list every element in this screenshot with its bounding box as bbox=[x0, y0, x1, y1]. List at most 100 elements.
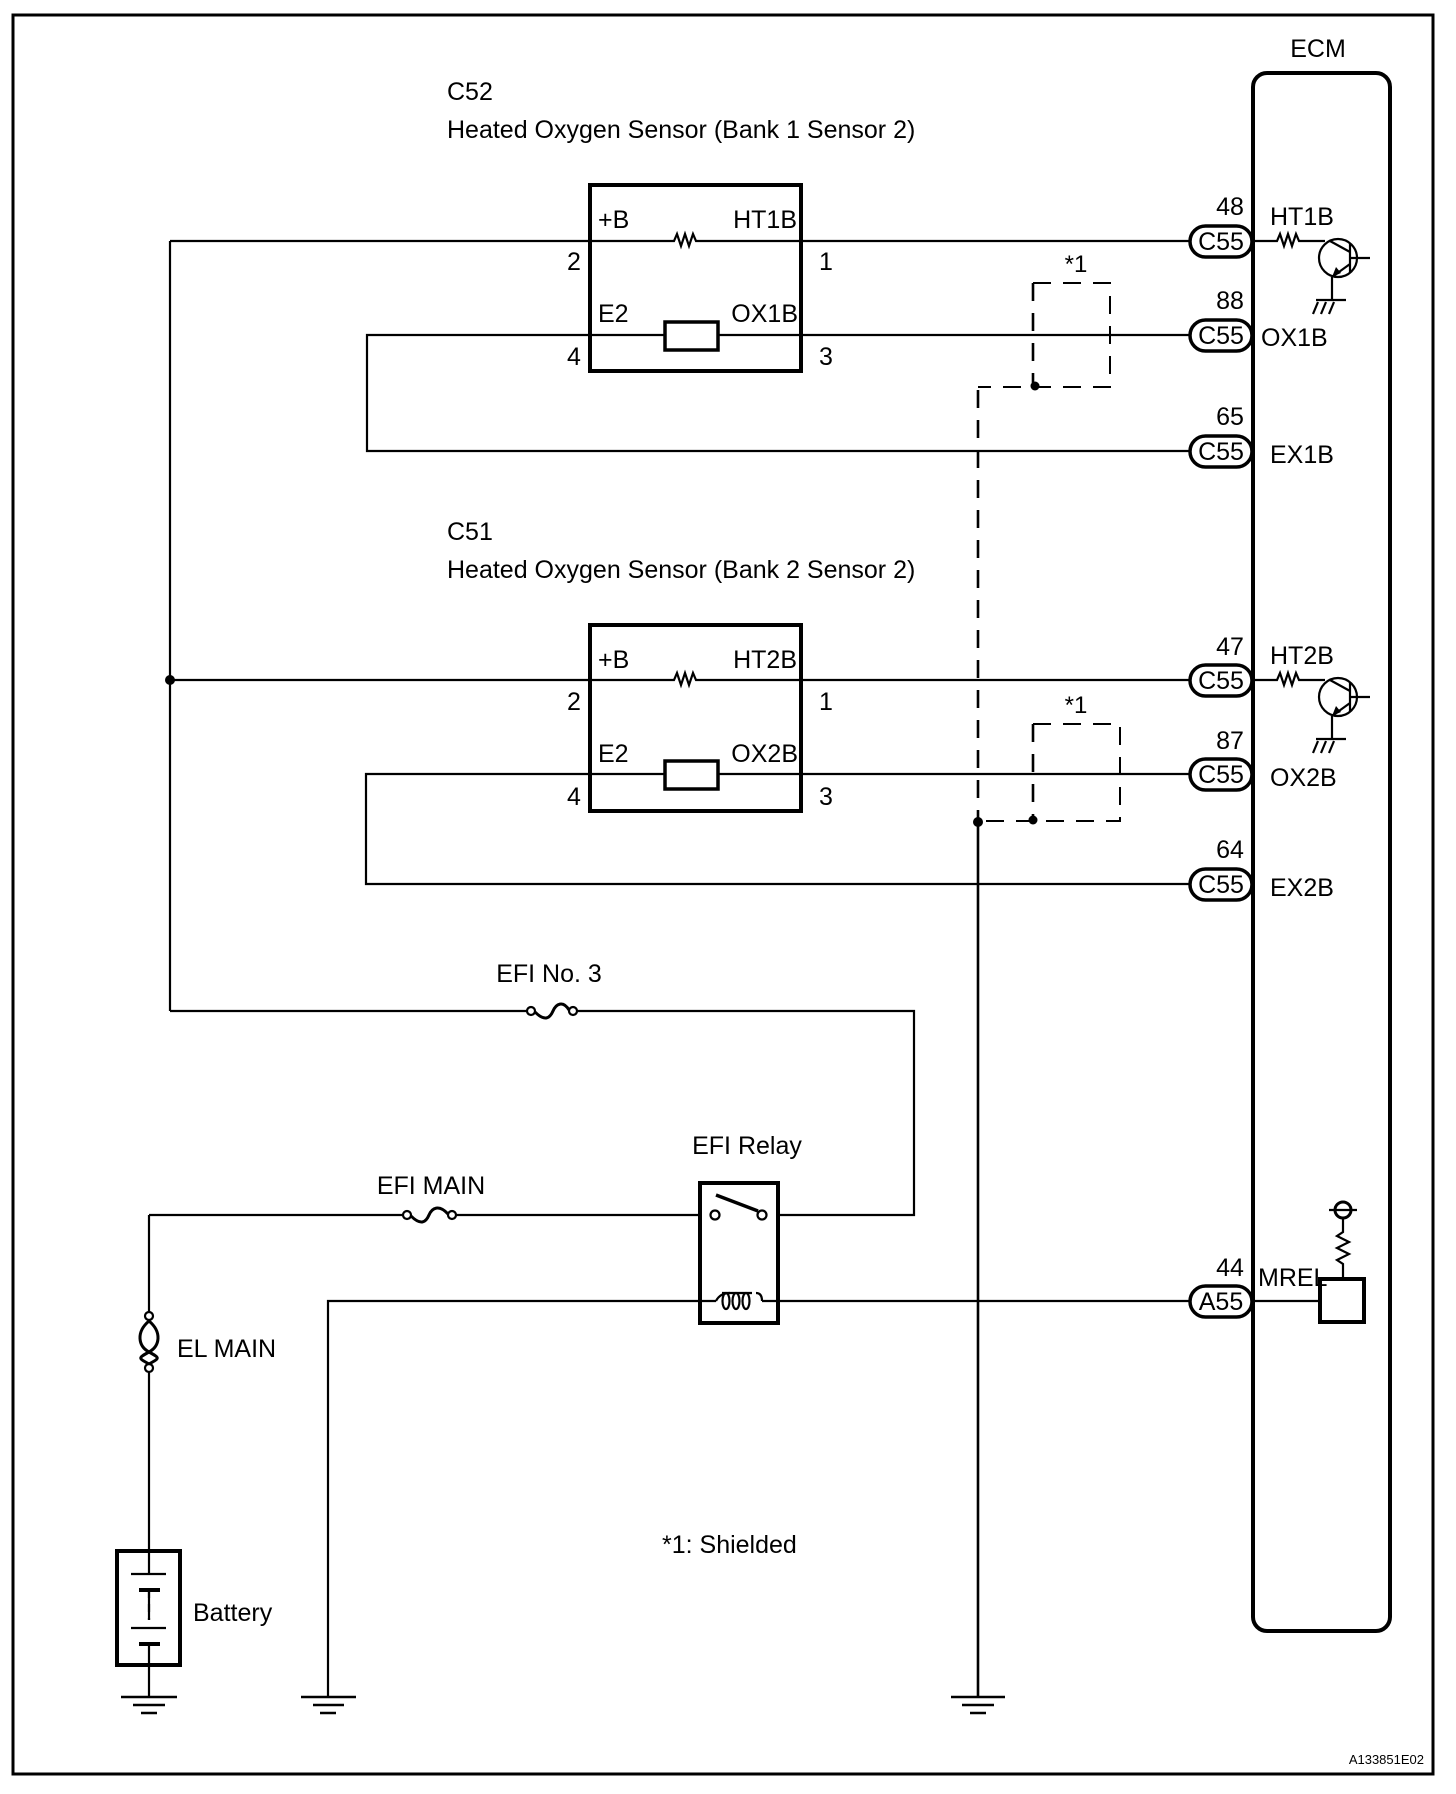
sensor1-ht: HT1B bbox=[733, 206, 797, 234]
heater-driver-transistor-2 bbox=[1253, 669, 1370, 754]
fusible-link-icon bbox=[138, 1319, 160, 1366]
relay-contact bbox=[756, 1209, 768, 1221]
connector-code: C55 bbox=[1198, 761, 1244, 789]
sensor-element-icon bbox=[663, 320, 720, 352]
sensor2-name: Heated Oxygen Sensor (Bank 2 Sensor 2) bbox=[447, 556, 915, 584]
fuse-icon bbox=[409, 1206, 450, 1224]
chassis-ground-icon bbox=[1311, 737, 1346, 754]
relay-box bbox=[698, 1181, 780, 1325]
ecm-pin-64: 64 C55 EX2B bbox=[1188, 836, 1334, 902]
connector-pill bbox=[1188, 434, 1254, 469]
relay-label: EFI Relay bbox=[692, 1132, 802, 1160]
sensor-bank2: C51 Heated Oxygen Sensor (Bank 2 Sensor … bbox=[447, 518, 915, 813]
sensor1-box bbox=[588, 183, 803, 373]
sensor1-code: C52 bbox=[447, 78, 493, 106]
chassis-ground-icon bbox=[1311, 298, 1346, 315]
pullup-resistor-icon bbox=[1334, 1218, 1352, 1279]
junction-dot bbox=[165, 675, 175, 685]
connector-code: A55 bbox=[1199, 1288, 1243, 1316]
connector-code: C55 bbox=[1198, 438, 1244, 466]
ecm-pin-87: 87 C55 OX2B bbox=[1188, 727, 1337, 792]
diagram-border bbox=[11, 13, 1435, 1776]
pin-number: 65 bbox=[1216, 403, 1244, 431]
sensor2-ht: HT2B bbox=[733, 646, 797, 674]
sensor2-plus-b: +B bbox=[598, 646, 629, 674]
ecm-signal-label: HT1B bbox=[1270, 203, 1334, 231]
pin-number: 48 bbox=[1216, 193, 1244, 221]
ecm-pin-47: 47 C55 HT2B bbox=[1188, 633, 1334, 698]
sensor-element-icon bbox=[663, 759, 720, 791]
ecm-signal-label: EX2B bbox=[1270, 874, 1334, 902]
sensor-bank1: C52 Heated Oxygen Sensor (Bank 1 Sensor … bbox=[447, 78, 915, 373]
shield-note: *1: Shielded bbox=[662, 1531, 797, 1559]
fuse-el-main-label: EL MAIN bbox=[177, 1335, 276, 1363]
sensor1-e2: E2 bbox=[598, 300, 629, 328]
sensor2-code: C51 bbox=[447, 518, 493, 546]
shield-drain-dot bbox=[1028, 815, 1038, 825]
ecm-signal-label: OX1B bbox=[1261, 324, 1328, 352]
sensor2-pin2: 2 bbox=[567, 688, 581, 716]
connector-pill bbox=[1188, 224, 1254, 259]
connector-code: C55 bbox=[1198, 871, 1244, 899]
resistor-icon bbox=[1253, 669, 1325, 689]
heater-resistor-icon bbox=[590, 669, 801, 689]
pin-number: 64 bbox=[1216, 836, 1244, 864]
sensor1-pin4: 4 bbox=[567, 343, 581, 371]
sensor2-ox: OX2B bbox=[731, 740, 798, 768]
sensor1-pin3: 3 bbox=[819, 343, 833, 371]
ecm-signal-label: EX1B bbox=[1270, 441, 1334, 469]
sensor2-pin4: 4 bbox=[567, 783, 581, 811]
sensor1-pin2: 2 bbox=[567, 248, 581, 276]
pin-number: 47 bbox=[1216, 633, 1244, 661]
pin-number: 44 bbox=[1216, 1254, 1244, 1282]
connector-code: C55 bbox=[1198, 667, 1244, 695]
connector-code: C55 bbox=[1198, 228, 1244, 256]
sensor1-ox: OX1B bbox=[731, 300, 798, 328]
connector-code: C55 bbox=[1198, 322, 1244, 350]
shield1-mark: *1 bbox=[1065, 251, 1088, 278]
sensor1-plus-b: +B bbox=[598, 206, 629, 234]
resistor-icon bbox=[1253, 230, 1325, 250]
sensor2-pin3: 3 bbox=[819, 783, 833, 811]
ecm-pin-48: 48 C55 HT1B bbox=[1188, 193, 1334, 259]
wiring: *1 *1 EFI No. 3 EFI MAIN EFI Relay bbox=[115, 239, 1190, 1715]
relay-contact bbox=[709, 1209, 721, 1221]
mrel-driver bbox=[1253, 1200, 1366, 1324]
ecm-pin-88: 88 C55 OX1B bbox=[1188, 287, 1328, 353]
connector-pill bbox=[1188, 1284, 1254, 1319]
battery-label: Battery bbox=[193, 1599, 273, 1627]
ecm-label: ECM bbox=[1290, 35, 1346, 63]
connector-pill bbox=[1188, 663, 1254, 698]
sensor2-pin1: 1 bbox=[819, 688, 833, 716]
ground-icon bbox=[301, 1695, 356, 1715]
ecm-signal-label: MREL bbox=[1258, 1264, 1328, 1292]
sensor2-box bbox=[588, 623, 803, 813]
ecm-signal-label: OX2B bbox=[1270, 764, 1337, 792]
fuse-icon bbox=[533, 1002, 571, 1020]
heater-resistor-icon bbox=[590, 230, 801, 250]
ecm-signal-label: HT2B bbox=[1270, 642, 1334, 670]
connector-pill bbox=[1188, 867, 1254, 902]
sensor1-name: Heated Oxygen Sensor (Bank 1 Sensor 2) bbox=[447, 116, 915, 144]
ecm-pin-44: 44 A55 MREL bbox=[1188, 1254, 1328, 1319]
ecm-box bbox=[1251, 71, 1392, 1633]
pin-number: 87 bbox=[1216, 727, 1244, 755]
sensor2-e2: E2 bbox=[598, 740, 629, 768]
ground-icon bbox=[121, 1695, 177, 1715]
diagram-id: A133851E02 bbox=[1349, 1752, 1424, 1767]
shield1-outline bbox=[978, 282, 1111, 388]
sensor1-pin1: 1 bbox=[819, 248, 833, 276]
heater-driver-transistor-1 bbox=[1253, 230, 1370, 315]
shield2-outline bbox=[978, 723, 1121, 822]
shield-drain-dot bbox=[1030, 381, 1040, 391]
connector-pill bbox=[1188, 318, 1254, 353]
pin-number: 88 bbox=[1216, 287, 1244, 315]
fuse-efi-main-label: EFI MAIN bbox=[377, 1172, 485, 1200]
relay-coil-icon bbox=[721, 1291, 752, 1311]
fuse-efi-no3-label: EFI No. 3 bbox=[496, 960, 602, 988]
shield2-mark: *1 bbox=[1065, 692, 1088, 719]
ground-icon bbox=[951, 1695, 1005, 1715]
ecm-pin-65: 65 C55 EX1B bbox=[1188, 403, 1334, 469]
connector-pill bbox=[1188, 757, 1254, 792]
